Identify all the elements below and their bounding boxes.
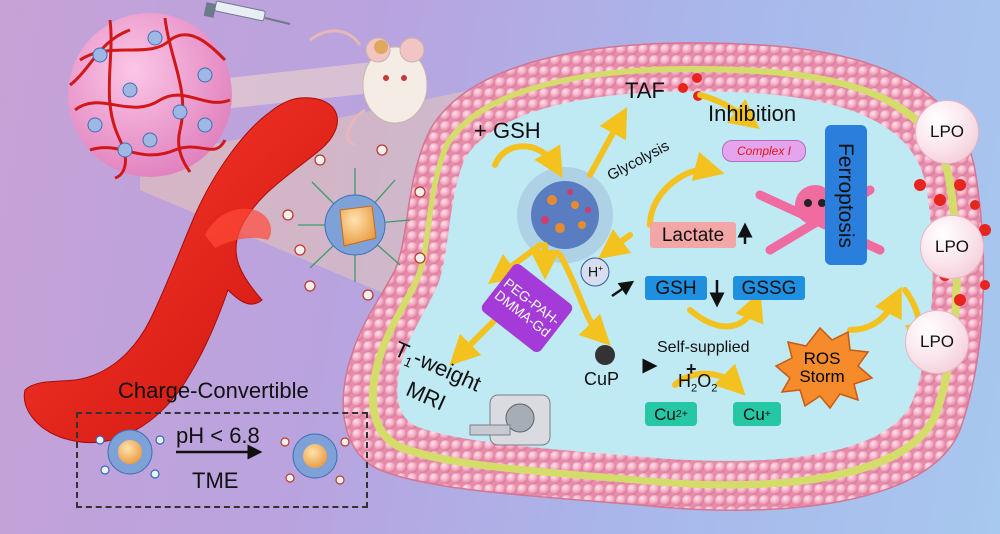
- lpo-bubble-2: LPO: [920, 215, 984, 279]
- inhibition-label: Inhibition: [708, 101, 797, 126]
- lpo-text-3: LPO: [919, 332, 955, 351]
- positive-charges: [280, 437, 350, 485]
- intracellular-nanoparticle: [517, 167, 613, 263]
- negative-charges: [95, 435, 165, 479]
- ros-storm-label: ROS Storm: [792, 348, 852, 388]
- h2o2-label: H2O2: [678, 372, 717, 395]
- ph-label: pH < 6.8: [176, 423, 260, 448]
- plus-sign: +: [686, 359, 697, 379]
- state-arrows: [176, 222, 753, 460]
- mri-scanner-icon: [469, 394, 551, 446]
- charge-markers: [282, 144, 426, 301]
- charge-convertible-box: [76, 412, 368, 508]
- cu1-text: Cu: [743, 404, 765, 424]
- charge-convert-np-left: [107, 429, 153, 475]
- complex-i-badge: Complex I: [722, 140, 806, 162]
- h2o2-h: H: [678, 371, 691, 391]
- h2o2-sub-a: 2: [691, 382, 698, 395]
- lactate-text: Lactate: [661, 224, 725, 246]
- tme-label: TME: [192, 468, 239, 493]
- lpo-bubble-3: LPO: [905, 310, 969, 374]
- lpo-text-2: LPO: [934, 237, 970, 256]
- proton-sup: +: [598, 263, 604, 273]
- syringe-illustration: [203, 0, 291, 25]
- cup-sphere: [595, 345, 615, 365]
- cu2-sup: 2+: [675, 407, 688, 420]
- lactate-badge: Lactate: [650, 222, 736, 248]
- gsh-plus-label: + GSH: [474, 118, 541, 143]
- cu1-badge: Cu+: [733, 402, 781, 426]
- ros-burst: [774, 326, 874, 410]
- ferroptosis-text: Ferroptosis: [834, 142, 858, 248]
- inner-membrane: [377, 71, 953, 482]
- cu2-text: Cu: [654, 404, 676, 424]
- charge-convert-np-right: [292, 433, 338, 479]
- lipid-layer: [368, 66, 961, 489]
- complex-i-text: Complex I: [736, 144, 792, 158]
- gssg-text: GSSG: [741, 277, 797, 299]
- mouse-illustration: [309, 29, 428, 147]
- self-supplied-label: Self-supplied: [657, 339, 750, 356]
- taf-label: TAF: [625, 78, 665, 103]
- gsh-text: GSH: [655, 277, 697, 299]
- tumor-nanoparticles: [87, 30, 213, 158]
- proton-h: H: [588, 263, 599, 280]
- lpo-bubble-1: LPO: [915, 100, 979, 164]
- proton-sphere: [580, 257, 610, 287]
- charge-convertible-title: Charge-Convertible: [118, 378, 309, 403]
- ferroptosis-badge: Ferroptosis: [825, 125, 867, 265]
- lpo-text-1: LPO: [929, 122, 965, 141]
- h2o2-sub-b: 2: [711, 382, 718, 395]
- tumor-mass: [68, 13, 232, 177]
- charged-nanoparticle: [298, 168, 411, 282]
- gssg-badge: GSSG: [733, 276, 805, 300]
- cup-label: CuP: [584, 369, 620, 389]
- h2o2-o: O: [697, 371, 712, 391]
- proton-label: H+: [588, 264, 603, 279]
- cu1-sup: +: [764, 407, 771, 420]
- ros-text: ROS Storm: [799, 349, 845, 386]
- mouse-beam: [210, 60, 400, 110]
- gsh-badge: GSH: [645, 276, 707, 300]
